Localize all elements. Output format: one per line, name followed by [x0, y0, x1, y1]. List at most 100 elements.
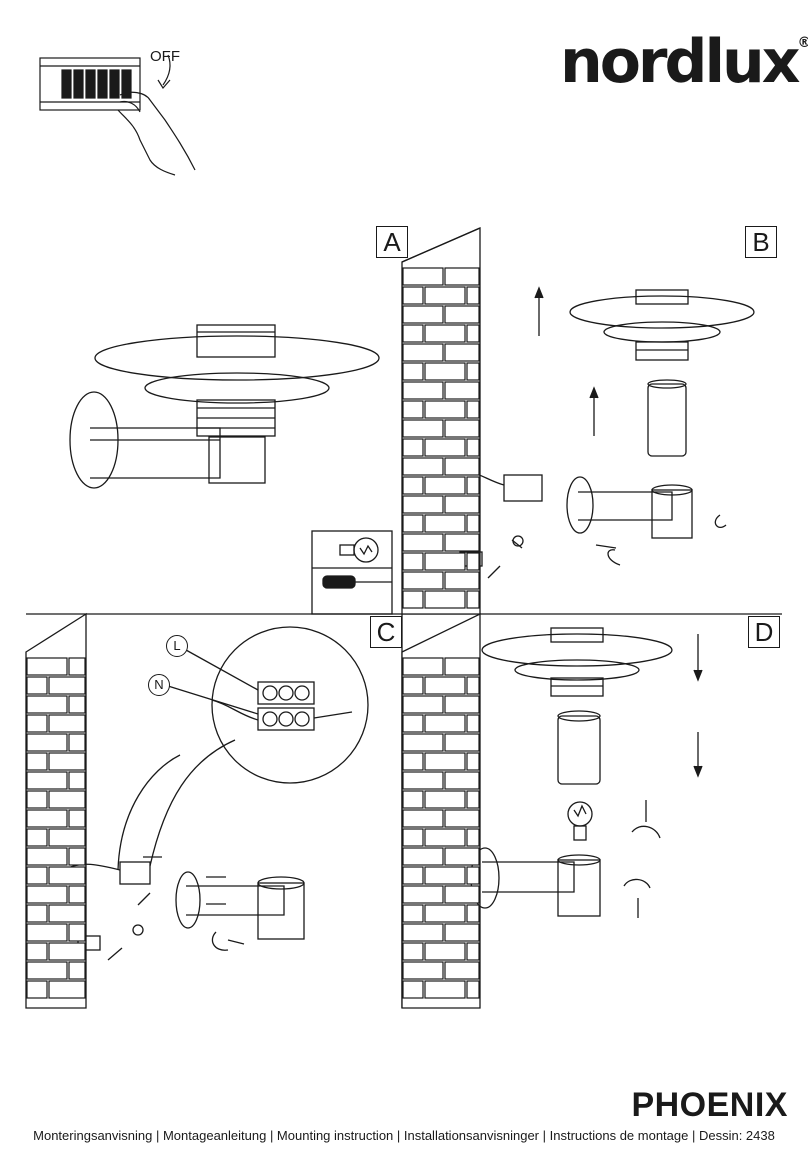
brick: [466, 400, 480, 419]
brick: [68, 733, 86, 752]
brick: [424, 324, 466, 343]
panel-label-a: A: [376, 226, 408, 258]
brick: [444, 495, 480, 514]
brick: [26, 923, 68, 942]
brick: [466, 828, 480, 847]
brick: [48, 828, 86, 847]
brick: [402, 714, 424, 733]
brick: [424, 476, 466, 495]
brick: [424, 714, 466, 733]
brick: [68, 771, 86, 790]
bulb-icon: [339, 537, 379, 563]
panel-b-parts: [454, 289, 755, 567]
brick: [424, 590, 466, 609]
brick: [466, 904, 480, 923]
brick: [402, 695, 444, 714]
brick: [444, 571, 480, 590]
brick: [466, 590, 480, 609]
brick: [424, 904, 466, 923]
brick: [68, 809, 86, 828]
registered-mark: ®: [797, 35, 808, 51]
panel-d-parts: [470, 627, 673, 917]
brick: [402, 942, 424, 961]
brick: [444, 419, 480, 438]
footer-languages: Monteringsanvisning | Montageanleitung |…: [33, 1128, 775, 1143]
brick: [402, 400, 424, 419]
brick: [68, 885, 86, 904]
brick: [402, 552, 424, 571]
brick: [402, 961, 444, 980]
brick: [402, 381, 444, 400]
brick: [402, 343, 444, 362]
brick: [444, 533, 480, 552]
brick: [402, 305, 444, 324]
brick: [466, 514, 480, 533]
brand-name: nordlux: [560, 27, 800, 97]
brick: [402, 752, 424, 771]
brick: [424, 362, 466, 381]
arrow-icon: [637, 634, 703, 918]
brand-logo: nordlux®: [560, 32, 808, 92]
product-name: PHOENIX: [631, 1086, 788, 1124]
brick: [402, 457, 444, 476]
brick: [444, 457, 480, 476]
brick: [26, 885, 68, 904]
brick: [402, 362, 424, 381]
brick: [466, 676, 480, 695]
brick: [26, 771, 68, 790]
brick: [444, 771, 480, 790]
brick: [48, 752, 86, 771]
brick: [68, 847, 86, 866]
brick: [402, 438, 424, 457]
brick: [466, 362, 480, 381]
brick: [48, 714, 86, 733]
panel-label-c: C: [370, 616, 402, 648]
brick: [444, 809, 480, 828]
brick: [26, 657, 68, 676]
brick: [424, 828, 466, 847]
brick: [402, 324, 424, 343]
brick: [424, 552, 466, 571]
brick: [466, 980, 480, 999]
brick: [444, 733, 480, 752]
brick: [444, 381, 480, 400]
switch-off-label: OFF: [150, 48, 180, 65]
brick: [466, 286, 480, 305]
brick: [68, 961, 86, 980]
brick: [26, 961, 68, 980]
brick: [26, 847, 68, 866]
brick: [26, 733, 68, 752]
brick: [402, 286, 424, 305]
brick: [444, 923, 480, 942]
brick: [402, 495, 444, 514]
brick: [68, 923, 86, 942]
brick: [402, 571, 444, 590]
brick: [402, 476, 424, 495]
brick: [402, 790, 424, 809]
brick: [402, 866, 424, 885]
brick: [402, 904, 424, 923]
brick: [466, 942, 480, 961]
panel-a-lamp: [69, 324, 380, 489]
brick: [424, 676, 466, 695]
brick: [424, 752, 466, 771]
brick: [402, 733, 444, 752]
brick: [402, 590, 424, 609]
brick: [444, 267, 480, 286]
brick: [444, 695, 480, 714]
brick: [402, 267, 444, 286]
brick: [402, 514, 424, 533]
brick: [444, 961, 480, 980]
brick: [26, 714, 48, 733]
panel-label-b: B: [745, 226, 777, 258]
brick: [402, 533, 444, 552]
brick: [26, 980, 48, 999]
neutral-wire-label: N: [148, 674, 170, 696]
brick: [68, 695, 86, 714]
brick: [26, 866, 48, 885]
brick: [444, 885, 480, 904]
brick: [26, 790, 48, 809]
brick: [48, 676, 86, 695]
live-wire-label: L: [166, 635, 188, 657]
brick: [26, 695, 68, 714]
